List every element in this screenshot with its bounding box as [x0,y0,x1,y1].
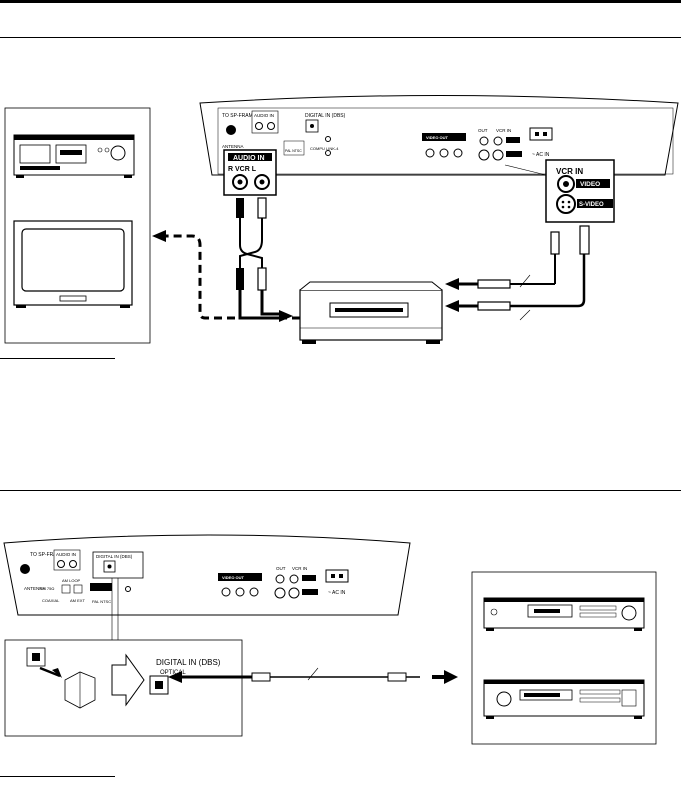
video-cables [445,225,590,321]
vcr-in-label-bottom: VCR IN [292,566,307,571]
optical-cable [168,667,458,684]
section-rule-2 [0,490,681,491]
video-out-label: VIDEO OUT [426,135,449,140]
fm-label: FM 75Ω [40,586,54,591]
am-loop-label: AM LOOP [62,578,81,583]
audio-in-label-bottom: AUDIO IN [56,552,76,557]
compu-link-label: COMPU LINK-4 [310,146,339,151]
out-label-bottom: OUT [276,566,286,571]
optical-zoom-title: OPTICAL [160,670,186,676]
tv-vcr-connection [152,230,300,320]
section-rule-1 [0,37,681,38]
pal-ntsc-label: PAL NTSC [285,149,302,153]
digital-in-label-small: DIGITAL IN (DBS) [305,113,346,119]
cassette-deck [13,134,135,178]
digital-in-label-bottom: DIGITAL IN (DBS) [96,554,133,559]
ac-in-label: ~ AC IN [532,152,550,158]
vcr [299,281,443,344]
coaxial-label: COAXIAL [42,598,60,603]
optical-zoom-box: DIGITAL IN (DBS) OPTICAL [4,639,243,737]
sp-frame-label-bottom: TO SP-FRAME [30,552,65,558]
digital-in-zoom-title: DIGITAL IN (DBS) [156,658,221,667]
top-rule [0,0,681,3]
antenna-label: ANTENNA [222,144,244,149]
antenna-label-bottom: ANTENNA [24,586,46,591]
footnote-rule-2 [0,776,115,777]
vcr-in-zoom-title: VCR IN [556,167,583,176]
receiver-rear-panel-bottom: TO SP-FRAME AUDIO IN ANTENNA FM 75Ω COAX… [3,534,411,640]
audio-in-label-small: AUDIO IN [254,113,274,118]
audio-in-zoom-rl: R VCR L [228,166,257,173]
pal-ntsc-label-bottom: PAL NTSC [92,599,111,604]
vcr-in-zoom: VCR IN VIDEO S-VIDEO [504,159,615,223]
am-ext-label: AM EXT [70,598,85,603]
audio-in-zoom: AUDIO IN R VCR L [223,149,277,196]
television [13,220,133,308]
ac-in-label-bottom: ~ AC IN [328,590,346,596]
equipment-box-right [471,571,657,745]
receiver-rear-panel-top: TO SP-FRAME AUDIO IN ANTENNA DIGITAL IN … [199,95,679,176]
svideo-tag: S-VIDEO [579,202,604,208]
out-label: OUT [478,128,488,133]
equipment-box-left [4,107,151,344]
audio-cable [236,197,293,322]
footnote-rule-1 [0,358,115,359]
video-tag: VIDEO [580,181,600,188]
vcr-in-label-small: VCR IN [496,128,511,133]
audio-in-zoom-title: AUDIO IN [233,155,265,162]
video-out-label-bottom: VIDEO OUT [222,575,245,580]
sp-frame-label: TO SP-FRAME [222,113,257,119]
